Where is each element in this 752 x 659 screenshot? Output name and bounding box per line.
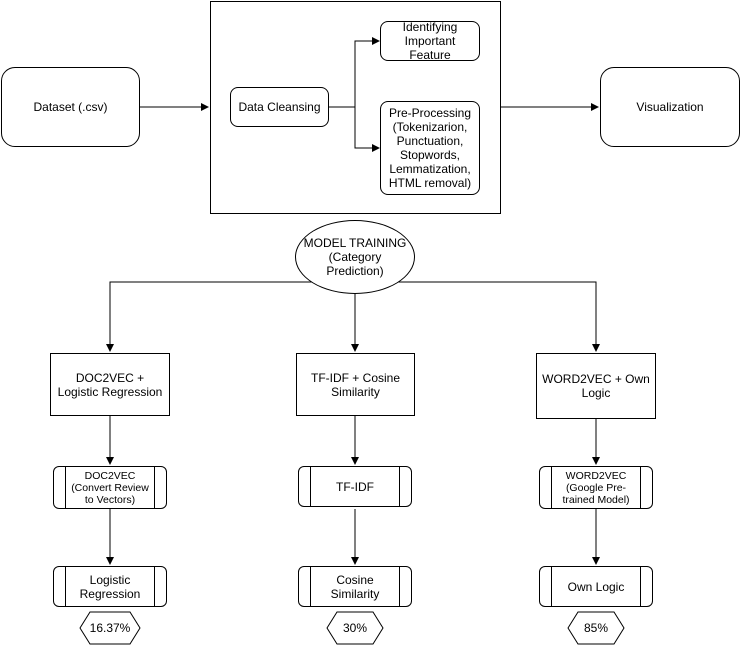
visualization-node: Visualization — [600, 67, 740, 147]
preprocessing-node: Pre-Processing (Tokenizarion, Punctuatio… — [380, 101, 480, 195]
dataset-node: Dataset (.csv) — [1, 67, 140, 147]
identifying-feature-node: Identifying Important Feature — [380, 20, 480, 62]
tfidf-cosine-node: TF-IDF + Cosine Similarity — [296, 353, 415, 416]
doc2vec-step-node: DOC2VEC (Convert Review to Vectors) — [53, 466, 167, 509]
cosine-step-node: Cosine Similarity — [298, 566, 412, 607]
word2vec-own-node: WORD2VEC + Own Logic — [536, 353, 656, 419]
word2vec-step-node: WORD2VEC (Google Pre-trained Model) — [539, 466, 653, 509]
edge-cleansing-to-identifying — [354, 37, 380, 107]
edge-model-to-doc2vec — [106, 281, 355, 352]
model-training-node: MODEL TRAINING (Category Prediction) — [295, 220, 415, 294]
edge-cleansing-to-preprocessing — [354, 107, 380, 152]
edge-model-to-word2vec — [355, 281, 600, 352]
result-hexagon-word2vec — [567, 611, 625, 645]
result-word2vec-label: 85% — [583, 621, 609, 635]
logistic-step-node: Logistic Regression — [53, 566, 167, 607]
result-tfidf-label: 30% — [342, 621, 368, 635]
data-cleansing-node: Data Cleansing — [230, 87, 329, 127]
result-doc2vec-label: 16.37% — [89, 621, 131, 635]
result-hexagon-doc2vec — [79, 611, 141, 645]
tfidf-step-node: TF-IDF — [298, 466, 412, 507]
doc2vec-logistic-node: DOC2VEC + Logistic Regression — [50, 353, 170, 416]
ownlogic-step-node: Own Logic — [539, 566, 653, 607]
result-hexagon-tfidf — [326, 611, 384, 645]
